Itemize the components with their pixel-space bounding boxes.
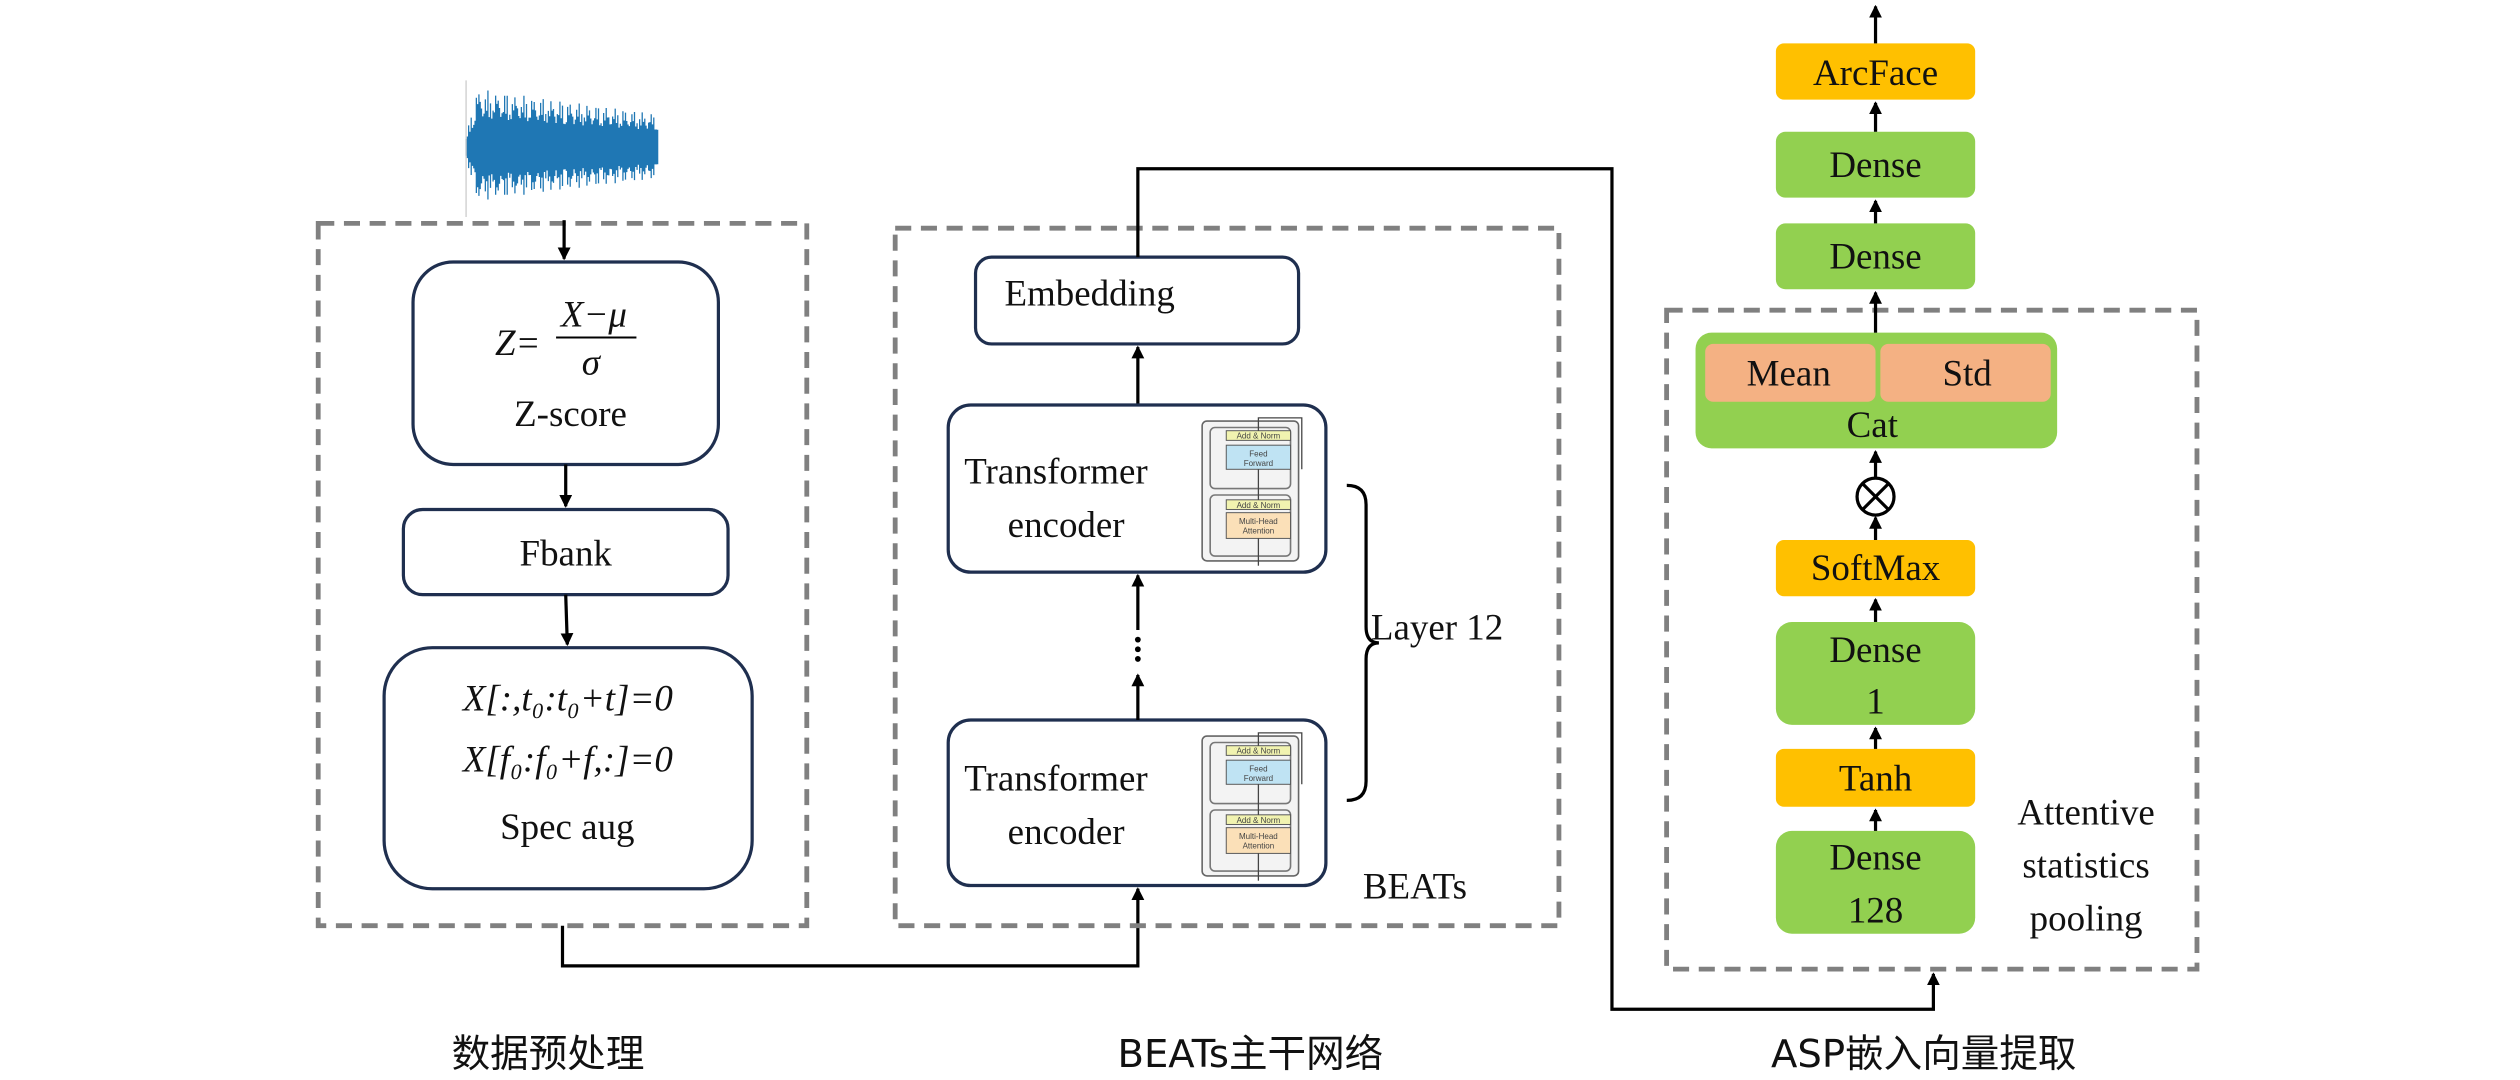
add-norm-label: Add & Norm: [1237, 816, 1281, 825]
layer-label: Layer 12: [1371, 607, 1503, 648]
dense-top-box-1: [1775, 223, 1976, 290]
dense-128-label: Dense: [1829, 836, 1921, 877]
caption-asp: ASP嵌入向量提取: [1771, 1032, 2076, 1077]
mean-box: [1705, 343, 1876, 402]
embedding-label: Embedding: [1004, 272, 1174, 313]
softmax-box: [1775, 540, 1976, 597]
dense-1-label: Dense: [1829, 629, 1921, 670]
add-norm-label: Add & Norm: [1237, 747, 1281, 756]
mha-label: Multi-Head: [1239, 832, 1278, 841]
feed-forward-label: Forward: [1244, 459, 1273, 468]
specaug-label: Spec aug: [500, 806, 634, 847]
dense-128-box: [1775, 830, 1976, 934]
dense-1-box: [1775, 621, 1976, 725]
mha-label: Attention: [1243, 527, 1275, 536]
zscore-label: Z-score: [514, 393, 627, 434]
caption-preprocessing: 数据预处理: [452, 1032, 645, 1077]
arcface-label: ArcFace: [1813, 52, 1938, 93]
encoder-label-line2: encoder: [1008, 811, 1125, 852]
zscore-formula-lhs: Z=: [495, 322, 541, 363]
specaug-time-mask: X[:,t₀:t₀+t]=0: [461, 677, 673, 718]
feed-forward-label: Forward: [1244, 774, 1273, 783]
softmax-label: SoftMax: [1811, 547, 1941, 588]
dense-top-box-2: [1775, 131, 1976, 198]
dense-top-label-2: Dense: [1829, 144, 1921, 185]
waveform-image: [465, 80, 659, 217]
tanh-box: [1775, 748, 1976, 807]
transformer-encoder-top: Transformer encoder Add & Norm Feed Forw…: [946, 403, 1328, 574]
transformer-block-icon: Add & Norm Feed Forward Add & Norm Multi…: [1201, 417, 1303, 566]
tanh-label: Tanh: [1839, 758, 1912, 799]
encoder-label-line2: encoder: [1008, 504, 1125, 545]
zscore-formula-numerator: X−μ: [559, 293, 627, 334]
add-norm-label: Add & Norm: [1237, 432, 1281, 441]
asp-group: [1664, 307, 2200, 972]
caption-backbone: BEATs主干网络: [1117, 1032, 1383, 1077]
backbone-group: [892, 225, 1562, 929]
mean-label: Mean: [1747, 353, 1831, 394]
transformer-block-icon: Add & Norm Feed Forward Add & Norm Multi…: [1201, 732, 1303, 881]
asp-group-label-1: Attentive: [2017, 791, 2155, 832]
waveform-trace: [465, 90, 659, 200]
feed-forward-label: Feed: [1249, 449, 1267, 458]
add-norm-label: Add & Norm: [1237, 501, 1281, 510]
dense-top-label-1: Dense: [1829, 235, 1921, 276]
mha-label: Attention: [1243, 842, 1275, 851]
arrow-fbank-to-specaug: [560, 594, 574, 647]
multiply-icon: [1855, 476, 1896, 517]
beats-group-label: BEATs: [1363, 865, 1467, 906]
fbank-label: Fbank: [520, 533, 613, 574]
zscore-formula-denominator: σ: [582, 341, 602, 382]
dense-128-units: 128: [1848, 890, 1903, 931]
specaug-box: [382, 646, 754, 891]
encoder-label-line1: Transformer: [964, 451, 1147, 492]
ellipsis-dots: [1134, 636, 1141, 662]
encoder-label-line1: Transformer: [964, 758, 1147, 799]
arrow-embedding-to-asp: [1136, 167, 1940, 1011]
layer-brace: [1346, 483, 1380, 802]
transformer-encoder-bottom: Transformer encoder Add & Norm Feed Forw…: [946, 718, 1328, 888]
feed-forward-label: Feed: [1249, 764, 1267, 773]
asp-group-label-3: pooling: [2030, 898, 2143, 939]
specaug-freq-mask: X[f₀:f₀+f,:]=0: [461, 738, 673, 779]
arcface-box: [1775, 43, 1976, 100]
mha-label: Multi-Head: [1239, 517, 1278, 526]
std-box: [1880, 343, 2051, 402]
dense-1-units: 1: [1866, 681, 1884, 722]
asp-group-label-2: statistics: [2022, 845, 2149, 886]
cat-label: Cat: [1847, 404, 1899, 445]
std-label: Std: [1942, 353, 1992, 394]
